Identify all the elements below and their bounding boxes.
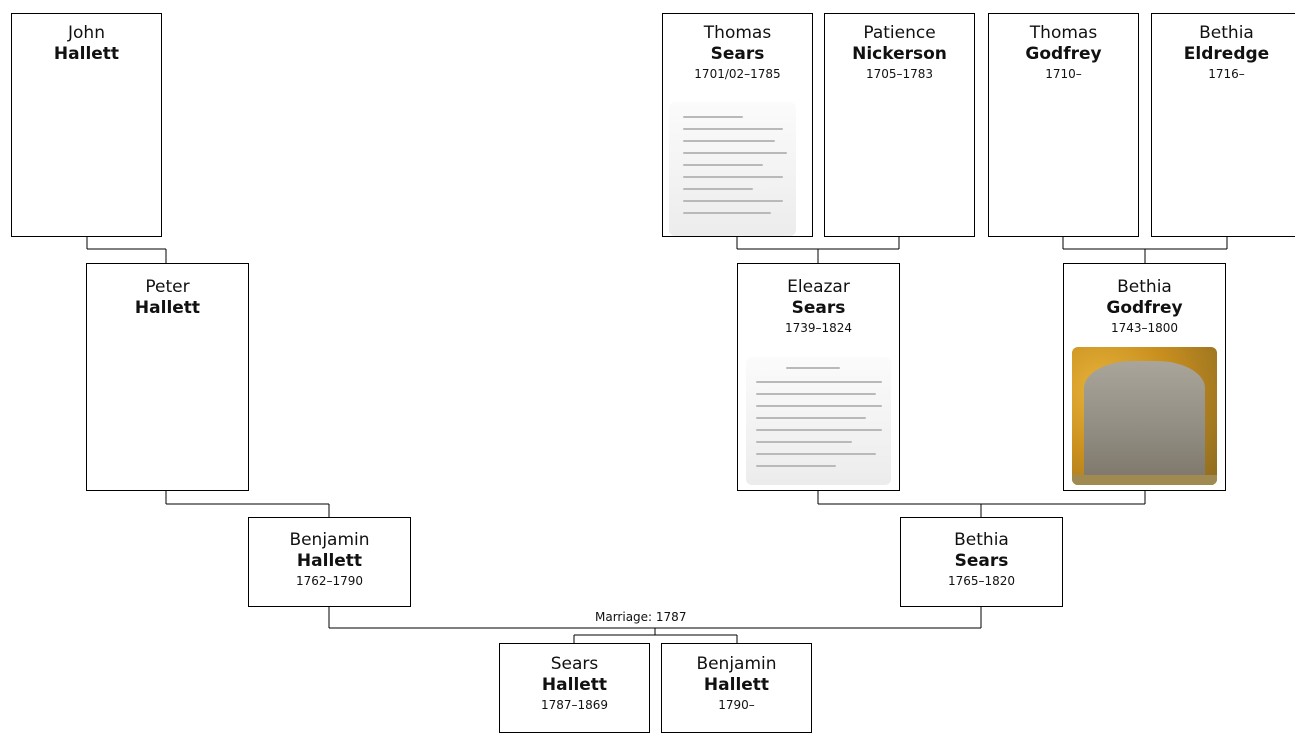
life-dates: 1705–1783 — [865, 67, 934, 81]
surname: Sears — [954, 551, 1009, 571]
surname: Hallett — [541, 675, 608, 695]
given-name: Bethia — [954, 530, 1009, 550]
marriage-label: Marriage: 1787 — [594, 610, 688, 624]
life-dates: 1787–1869 — [540, 698, 609, 712]
document-text-line — [683, 212, 771, 214]
surname: Nickerson — [852, 44, 947, 64]
surname: Hallett — [296, 551, 363, 571]
document-scan-thumbnail[interactable] — [669, 102, 796, 236]
document-text-line — [756, 465, 836, 467]
person-card-benjamin-hallett[interactable]: Benjamin Hallett 1762–1790 — [248, 517, 411, 607]
given-name: Bethia — [1117, 277, 1172, 297]
surname: Godfrey — [1025, 44, 1102, 64]
ground-strip — [1072, 475, 1217, 485]
life-dates: 1790– — [718, 698, 755, 712]
surname: Eldredge — [1183, 44, 1270, 64]
given-name: Benjamin — [696, 654, 777, 674]
life-dates: 1716– — [1208, 67, 1245, 81]
person-card-thomas-godfrey[interactable]: Thomas Godfrey 1710– — [988, 13, 1139, 237]
document-text-line — [683, 188, 753, 190]
document-text-line — [756, 381, 882, 383]
document-text-line — [683, 116, 743, 118]
person-card-benjamin-hallett-jr[interactable]: Benjamin Hallett 1790– — [661, 643, 812, 733]
person-card-peter-hallett[interactable]: Peter Hallett — [86, 263, 249, 491]
person-card-bethia-sears[interactable]: Bethia Sears 1765–1820 — [900, 517, 1063, 607]
document-text-line — [756, 453, 876, 455]
given-name: Bethia — [1199, 23, 1254, 43]
given-name: Peter — [145, 277, 190, 297]
person-card-thomas-sears[interactable]: Thomas Sears 1701/02–1785 — [662, 13, 813, 237]
document-text-line — [786, 367, 840, 369]
given-name: Patience — [863, 23, 936, 43]
given-name: Sears — [550, 654, 599, 674]
person-card-patience-nickerson[interactable]: Patience Nickerson 1705–1783 — [824, 13, 975, 237]
gravestone-photo-thumbnail[interactable] — [1072, 347, 1217, 485]
life-dates: 1710– — [1045, 67, 1082, 81]
life-dates: 1743–1800 — [1110, 321, 1179, 335]
person-card-john-hallett[interactable]: John Hallett — [11, 13, 162, 237]
person-card-bethia-eldredge[interactable]: Bethia Eldredge 1716– — [1151, 13, 1295, 237]
given-name: John — [68, 23, 105, 43]
given-name: Thomas — [1029, 23, 1098, 43]
document-text-line — [683, 128, 783, 130]
given-name: Thomas — [703, 23, 772, 43]
document-text-line — [683, 152, 787, 154]
document-text-line — [756, 441, 852, 443]
document-text-line — [683, 176, 783, 178]
surname: Hallett — [134, 298, 201, 318]
document-text-line — [683, 200, 783, 202]
document-scan-thumbnail[interactable] — [746, 357, 891, 485]
life-dates: 1765–1820 — [947, 574, 1016, 588]
given-name: Benjamin — [289, 530, 370, 550]
document-text-line — [756, 393, 876, 395]
gravestone-shape — [1084, 361, 1205, 485]
surname: Sears — [791, 298, 846, 318]
document-text-line — [683, 164, 763, 166]
life-dates: 1762–1790 — [295, 574, 364, 588]
person-card-bethia-godfrey[interactable]: Bethia Godfrey 1743–1800 — [1063, 263, 1226, 491]
document-text-line — [683, 140, 775, 142]
document-text-line — [756, 405, 882, 407]
surname: Hallett — [53, 44, 120, 64]
person-card-sears-hallett[interactable]: Sears Hallett 1787–1869 — [499, 643, 650, 733]
given-name: Eleazar — [787, 277, 850, 297]
document-text-line — [756, 429, 882, 431]
surname: Godfrey — [1106, 298, 1183, 318]
life-dates: 1701/02–1785 — [694, 67, 781, 81]
document-text-line — [756, 417, 866, 419]
surname: Hallett — [703, 675, 770, 695]
person-card-eleazar-sears[interactable]: Eleazar Sears 1739–1824 — [737, 263, 900, 491]
surname: Sears — [710, 44, 765, 64]
life-dates: 1739–1824 — [784, 321, 853, 335]
